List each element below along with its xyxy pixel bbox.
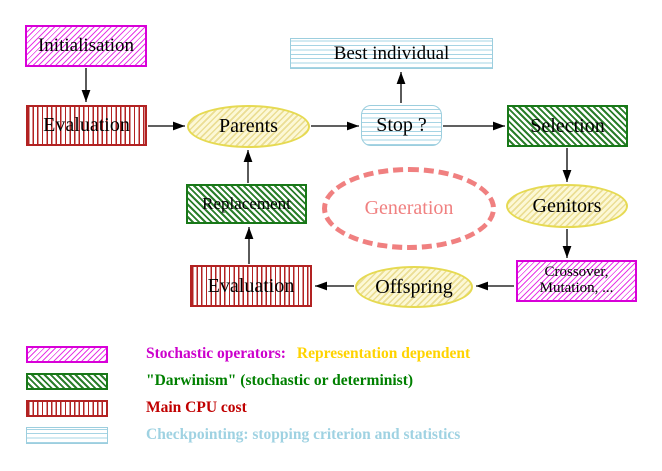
legend-swatch-red-stripes — [26, 399, 108, 417]
node-crossover-line1: Crossover, — [544, 264, 609, 281]
node-selection-label: Selection — [530, 114, 605, 137]
legend-label-stochastic: Stochastic operators: — [146, 345, 286, 362]
generation-label: Generation — [364, 197, 454, 219]
node-evaluation-top-label: Evaluation — [43, 114, 130, 136]
legend-row-checkpointing: Checkpointing: stopping criterion and st… — [26, 426, 460, 444]
node-best-individual-label: Best individual — [333, 42, 450, 64]
node-crossover-mutation: Crossover, Mutation, ... — [516, 260, 637, 302]
legend-row-darwinism: "Darwinism" (stochastic or determinist) — [26, 372, 413, 390]
node-initialisation-label: Initialisation — [37, 35, 135, 57]
legend-row-stochastic: Stochastic operators: Representation depe… — [26, 345, 470, 363]
legend-text-checkpointing: Checkpointing: stopping criterion and st… — [146, 426, 460, 444]
generation-cycle-annotation: Generation — [322, 167, 496, 250]
node-genitors: Genitors — [506, 184, 628, 228]
legend-text-darwinism: "Darwinism" (stochastic or determinist) — [146, 372, 413, 390]
legend-text-stochastic: Stochastic operators: Representation depe… — [146, 345, 470, 363]
legend-label-cpu-cost: Main CPU cost — [146, 399, 247, 416]
node-replacement-label: Replacement — [202, 194, 291, 214]
node-parents: Parents — [187, 105, 310, 148]
legend-text-cpu-cost: Main CPU cost — [146, 399, 247, 417]
legend-label-darwinism: "Darwinism" (stochastic or determinist) — [146, 372, 414, 389]
node-initialisation: Initialisation — [25, 25, 147, 67]
node-best-individual: Best individual — [290, 38, 493, 69]
legend-swatch-magenta-hatch — [26, 345, 108, 363]
node-evaluation-top: Evaluation — [26, 105, 147, 146]
legend-row-cpu-cost: Main CPU cost — [26, 399, 247, 417]
node-stop-label: Stop ? — [376, 114, 427, 136]
legend-label-checkpointing: Checkpointing: stopping criterion and st… — [146, 426, 461, 443]
legend-swatch-cyan-stripes — [26, 426, 108, 444]
node-selection: Selection — [507, 105, 628, 147]
node-replacement: Replacement — [186, 184, 307, 224]
node-offspring: Offspring — [355, 266, 473, 308]
node-genitors-label: Genitors — [532, 194, 602, 217]
node-crossover-line2: Mutation, ... — [539, 280, 614, 296]
node-offspring-label: Offspring — [375, 275, 453, 298]
node-evaluation-bottom-label: Evaluation — [207, 274, 295, 297]
node-stop: Stop ? — [361, 105, 442, 146]
legend-swatch-green-hatch — [26, 372, 108, 390]
legend-label-representation: Representation dependent — [296, 345, 471, 362]
node-evaluation-bottom: Evaluation — [190, 265, 312, 307]
node-parents-label: Parents — [219, 115, 278, 137]
